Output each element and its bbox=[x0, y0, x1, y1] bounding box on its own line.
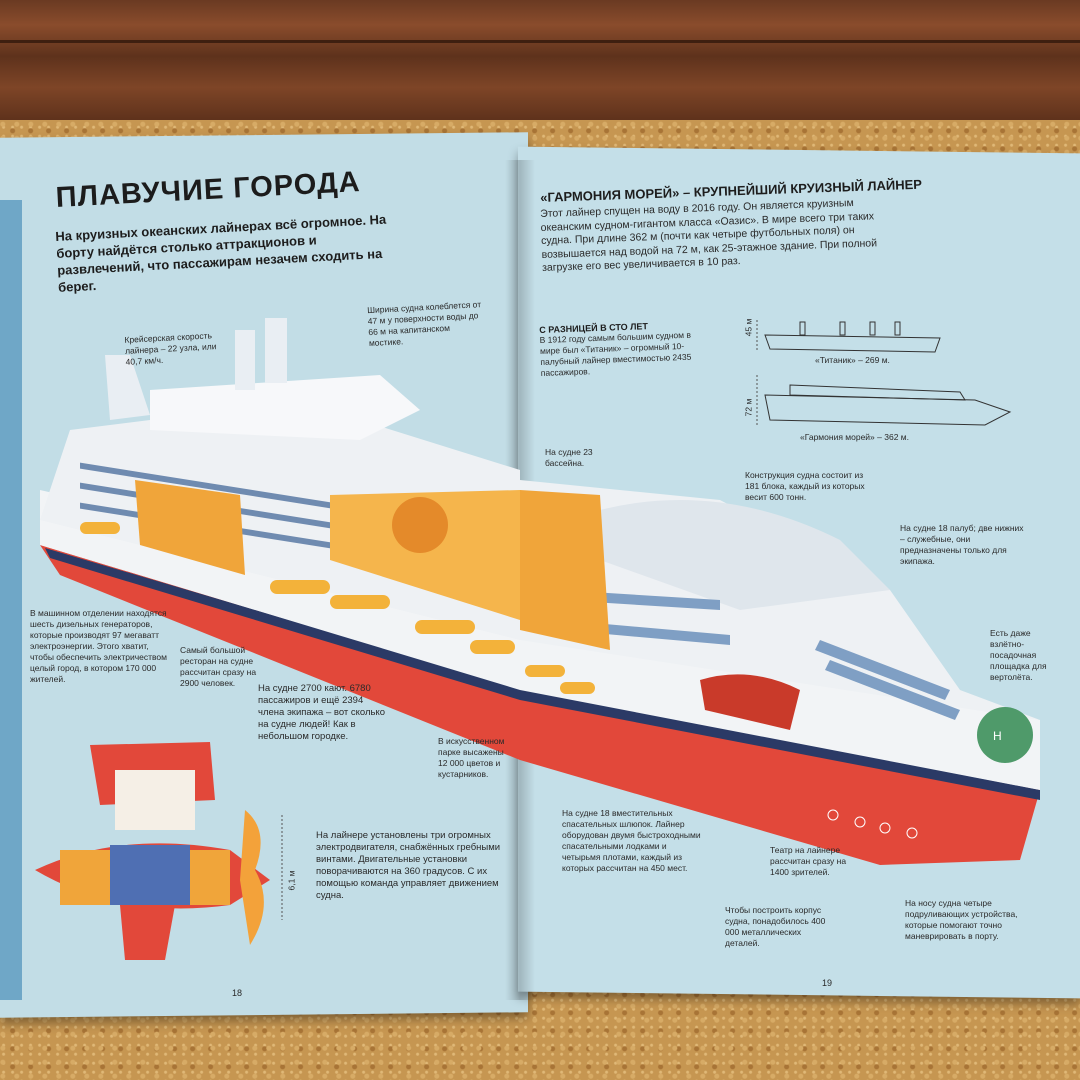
page-number-left: 18 bbox=[232, 988, 243, 998]
cutaway-park bbox=[330, 490, 520, 620]
svg-text:H: H bbox=[993, 729, 1002, 743]
century-box: С РАЗНИЦЕЙ В СТО ЛЕТ В 1912 году самым б… bbox=[539, 319, 711, 379]
note-width: Ширина судна колеблется от 47 м у поверх… bbox=[366, 299, 482, 349]
note-engine: В машинном отделении находятся шесть диз… bbox=[30, 608, 167, 684]
note-cabins: На судне 2700 кают. 6780 пассажиров и ещ… bbox=[258, 683, 386, 742]
funnel-2 bbox=[265, 318, 287, 383]
theatre-cutaway bbox=[700, 674, 800, 730]
century-text: В 1912 году самым большим судном в мире … bbox=[539, 329, 692, 378]
cabin-windows-right bbox=[560, 590, 960, 720]
harmony-height: 72 м bbox=[743, 398, 754, 417]
left-book-edge bbox=[0, 200, 22, 1000]
funnel-1 bbox=[235, 330, 255, 390]
superstructure-left bbox=[40, 420, 520, 640]
page-number-right: 19 bbox=[822, 978, 833, 988]
lifeboats-left bbox=[80, 522, 515, 654]
titanic-height: 45 м bbox=[743, 318, 754, 337]
titanic-silhouette bbox=[764, 321, 941, 353]
pod-size-label: 6,1 м bbox=[286, 870, 297, 891]
titanic-label: «Титаник» – 269 м. bbox=[815, 355, 890, 365]
cutaway-orange-left bbox=[135, 480, 245, 575]
cutaway-orange-right bbox=[520, 490, 610, 650]
note-blocks: Конструкция судна состоит из 181 блока, … bbox=[745, 470, 865, 502]
helipad bbox=[977, 707, 1033, 763]
note-motors: На лайнере установлены три огромных элек… bbox=[316, 830, 501, 901]
harmony-label: «Гармония морей» – 362 м. bbox=[800, 432, 909, 442]
park-dome bbox=[392, 497, 448, 553]
thrusters bbox=[827, 809, 918, 839]
note-thrusters: На носу судна четыре подруливающих устро… bbox=[905, 898, 1018, 941]
wooden-shelf bbox=[0, 0, 1080, 125]
note-pools: На судне 23 бассейна. bbox=[545, 447, 593, 468]
note-helipad: Есть даже взлётно-посадочная площадка дл… bbox=[990, 628, 1047, 682]
note-decks: На судне 18 палуб; две нижних – служебны… bbox=[900, 523, 1024, 566]
note-restaurant: Самый большой ресторан на судне рассчита… bbox=[180, 645, 257, 688]
note-park: В искусственном парке высажены 12 000 цв… bbox=[438, 736, 505, 779]
hull-navy-stripe bbox=[45, 548, 1040, 800]
top-decks bbox=[150, 375, 420, 440]
harmony-silhouette bbox=[764, 384, 1012, 426]
note-speed: Крейсерская скорость лайнера – 22 узла, … bbox=[124, 330, 217, 367]
mast-left bbox=[105, 355, 150, 420]
note-lifeboats: На судне 18 вместительных спасательных ш… bbox=[562, 808, 701, 873]
note-theatre: Театр на лайнере рассчитан сразу на 1400… bbox=[770, 845, 847, 877]
pod-propulsion bbox=[35, 742, 270, 960]
lifeboats-right bbox=[525, 665, 595, 694]
bridge-dome bbox=[600, 500, 890, 610]
right-page-intro: Этот лайнер спущен на воду в 2016 году. … bbox=[540, 197, 878, 274]
note-hull: Чтобы построить корпус судна, понадобило… bbox=[725, 905, 826, 948]
